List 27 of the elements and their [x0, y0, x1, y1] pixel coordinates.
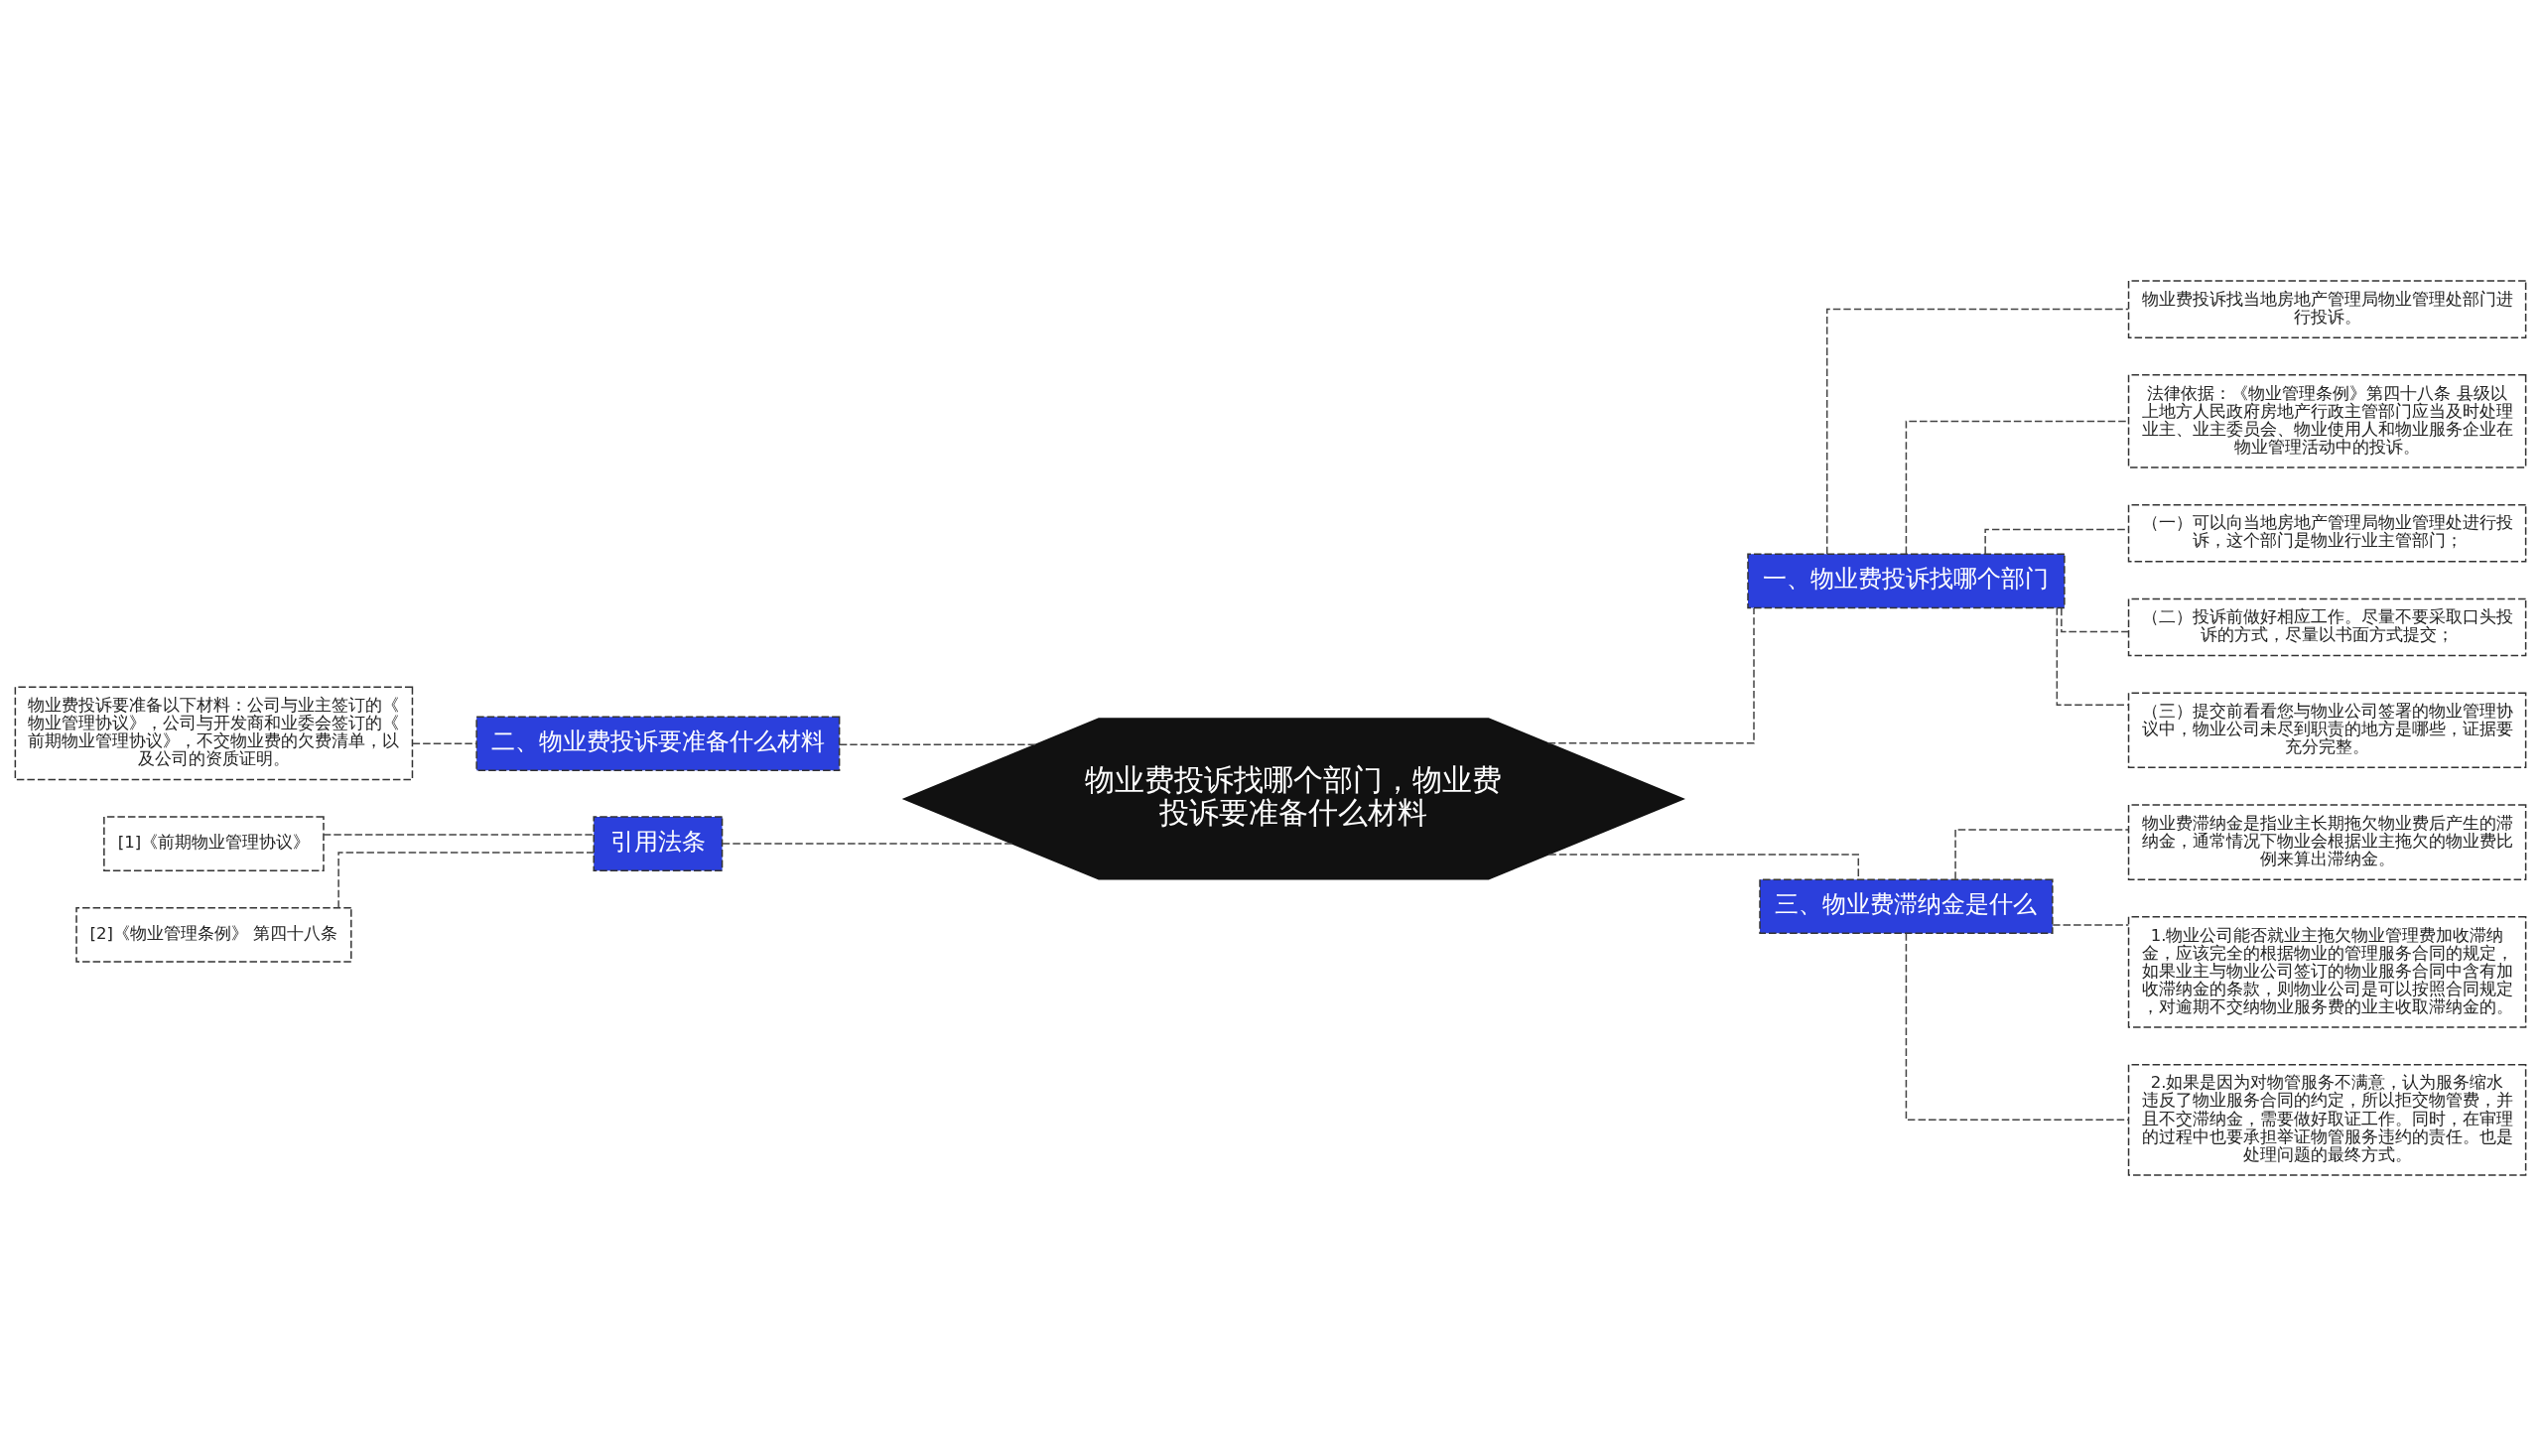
connector: [2052, 924, 2130, 926]
connector: [411, 742, 477, 745]
node-box: 一、物业费投诉找哪个部门: [1747, 553, 2066, 609]
connector: [2056, 606, 2129, 706]
node-box: 物业费投诉找当地房地产管理局物业管理处部门进行投诉。: [2127, 280, 2527, 338]
connector: [337, 852, 595, 909]
connector: [323, 834, 595, 836]
connector: [1954, 829, 2129, 880]
node-box: [2]《物业管理条例》 第四十八条: [75, 907, 352, 963]
node-box: 1.物业公司能否就业主拖欠物业管理费加收滞纳金，应该完全的根据物业的管理服务合同的规定，如果业主与物业公司签订的物业服务合同中含有加收滞纳金的条款，则物业公司是可以按照合同规定，对逾期不交纳物业服务费的业主收取滞纳金的。: [2127, 916, 2527, 1028]
node-box: 物业费投诉要准备以下材料：公司与业主签订的《物业管理协议》，公司与开发商和业委会签订的《前期物业管理协议》，不交物业费的欠费清单，以及公司的资质证明。: [14, 686, 414, 781]
connector: [722, 843, 1013, 845]
node-box: 三、物业费滞纳金是什么: [1759, 878, 2054, 935]
node-box: （二）投诉前做好相应工作。尽量不要采取口头投诉的方式，尽量以书面方式提交；: [2127, 597, 2527, 657]
connector: [1546, 607, 1755, 744]
node-box: （三）提交前看看您与物业公司签署的物业管理协议中，物业公司未尽到职责的地方是哪些，证据要充分完整。: [2127, 692, 2527, 769]
node-box: 引用法条: [593, 816, 724, 871]
node-box: 二、物业费投诉要准备什么材料: [475, 716, 841, 772]
node-box: [1]《前期物业管理协议》: [103, 816, 325, 871]
connector: [1825, 308, 2129, 555]
connector: [839, 743, 1037, 745]
node-box: 物业费滞纳金是指业主长期拖欠物业费后产生的滞纳金，通常情况下物业会根据业主拖欠的物业费比例来算出滞纳金。: [2127, 804, 2527, 880]
node-box: （一）可以向当地房地产管理局物业管理处进行投诉，这个部门是物业行业主管部门；: [2127, 503, 2527, 563]
connector: [1905, 932, 2130, 1122]
node-box: 2.如果是因为对物管服务不满意，认为服务缩水违反了物业服务合同的约定，所以拒交物管费，并且不交滞纳金，需要做好取证工作。同时，在审理的过程中也要承担举证物管服务违约的责任。也是处理问题的最终方式。: [2127, 1063, 2527, 1176]
connector: [2061, 606, 2130, 633]
node-box: 法律依据：《物业管理条例》第四十八条 县级以上地方人民政府房地产行政主管部门应当及时处理业主、业主委员会、物业使用人和物业服务企业在物业管理活动中的投诉。: [2127, 374, 2527, 468]
